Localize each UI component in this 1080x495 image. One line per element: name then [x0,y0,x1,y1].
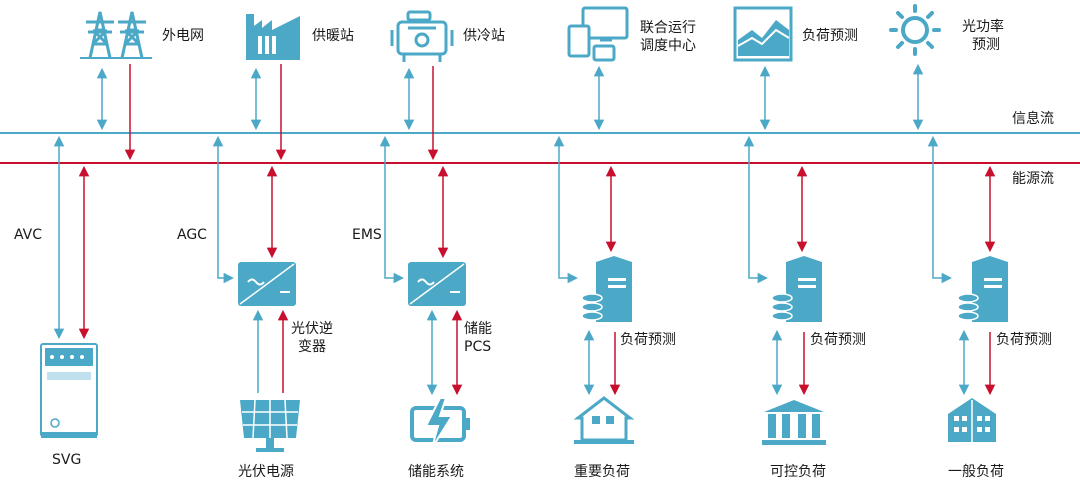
ems-label: EMS [352,227,382,243]
grid-label: 外电网 [162,28,204,44]
pv-forecast-label-line2: 预测 [972,37,1000,53]
power-tower-icon [80,11,152,59]
general-load-label: 一般负荷 [948,464,1004,480]
building-columns-icon [762,400,826,445]
dispatch-center-label-line2: 调度中心 [640,38,696,54]
server-icon [581,256,632,322]
factory-icon [246,14,300,60]
house-icon [573,396,635,444]
info-link [379,135,405,284]
load-forecast-top-label: 负荷预测 [802,28,858,44]
load-forecast-label: 负荷预测 [996,332,1052,348]
pcs-label-line2: PCS [464,339,492,355]
cooling-station-label: 供冷站 [463,28,505,44]
svg-label: SVG [52,452,82,468]
heating-station-label: 供暖站 [312,28,354,44]
server-icon [771,256,822,322]
info-bus-label: 信息流 [1012,111,1054,127]
pv-source-label: 光伏电源 [238,464,294,480]
server-icon [957,256,1008,322]
area-chart-icon [733,6,793,62]
office-building-icon [948,398,996,442]
inverter-label-line1: 光伏逆 [291,321,333,337]
pv-forecast-label-line1: 光功率 [962,19,1004,35]
agc-label: AGC [177,227,207,243]
info-link [743,135,769,284]
load-forecast-label: 负荷预测 [620,332,676,348]
info-link [212,135,235,284]
solar-panel-icon [240,399,300,452]
battery-icon [410,397,470,449]
info-link [927,135,953,284]
info-link [553,135,579,284]
dispatch-center-label-line1: 联合运行 [640,20,696,36]
inverter-icon [238,262,296,306]
inverter-label-line2: 变器 [298,339,326,355]
chiller-icon [390,10,454,62]
avc-label: AVC [14,227,43,243]
svg-cabinet-icon [40,343,98,438]
sun-icon [889,4,941,56]
load-forecast-label: 负荷预测 [810,332,866,348]
important-load-label: 重要负荷 [574,464,630,480]
storage-system-label: 储能系统 [408,464,464,480]
pcs-icon [408,262,466,306]
controllable-load-label: 可控负荷 [770,464,826,480]
energy-bus-label: 能源流 [1012,171,1054,187]
pcs-label-line1: 储能 [464,321,492,337]
monitor-icon [567,6,629,62]
